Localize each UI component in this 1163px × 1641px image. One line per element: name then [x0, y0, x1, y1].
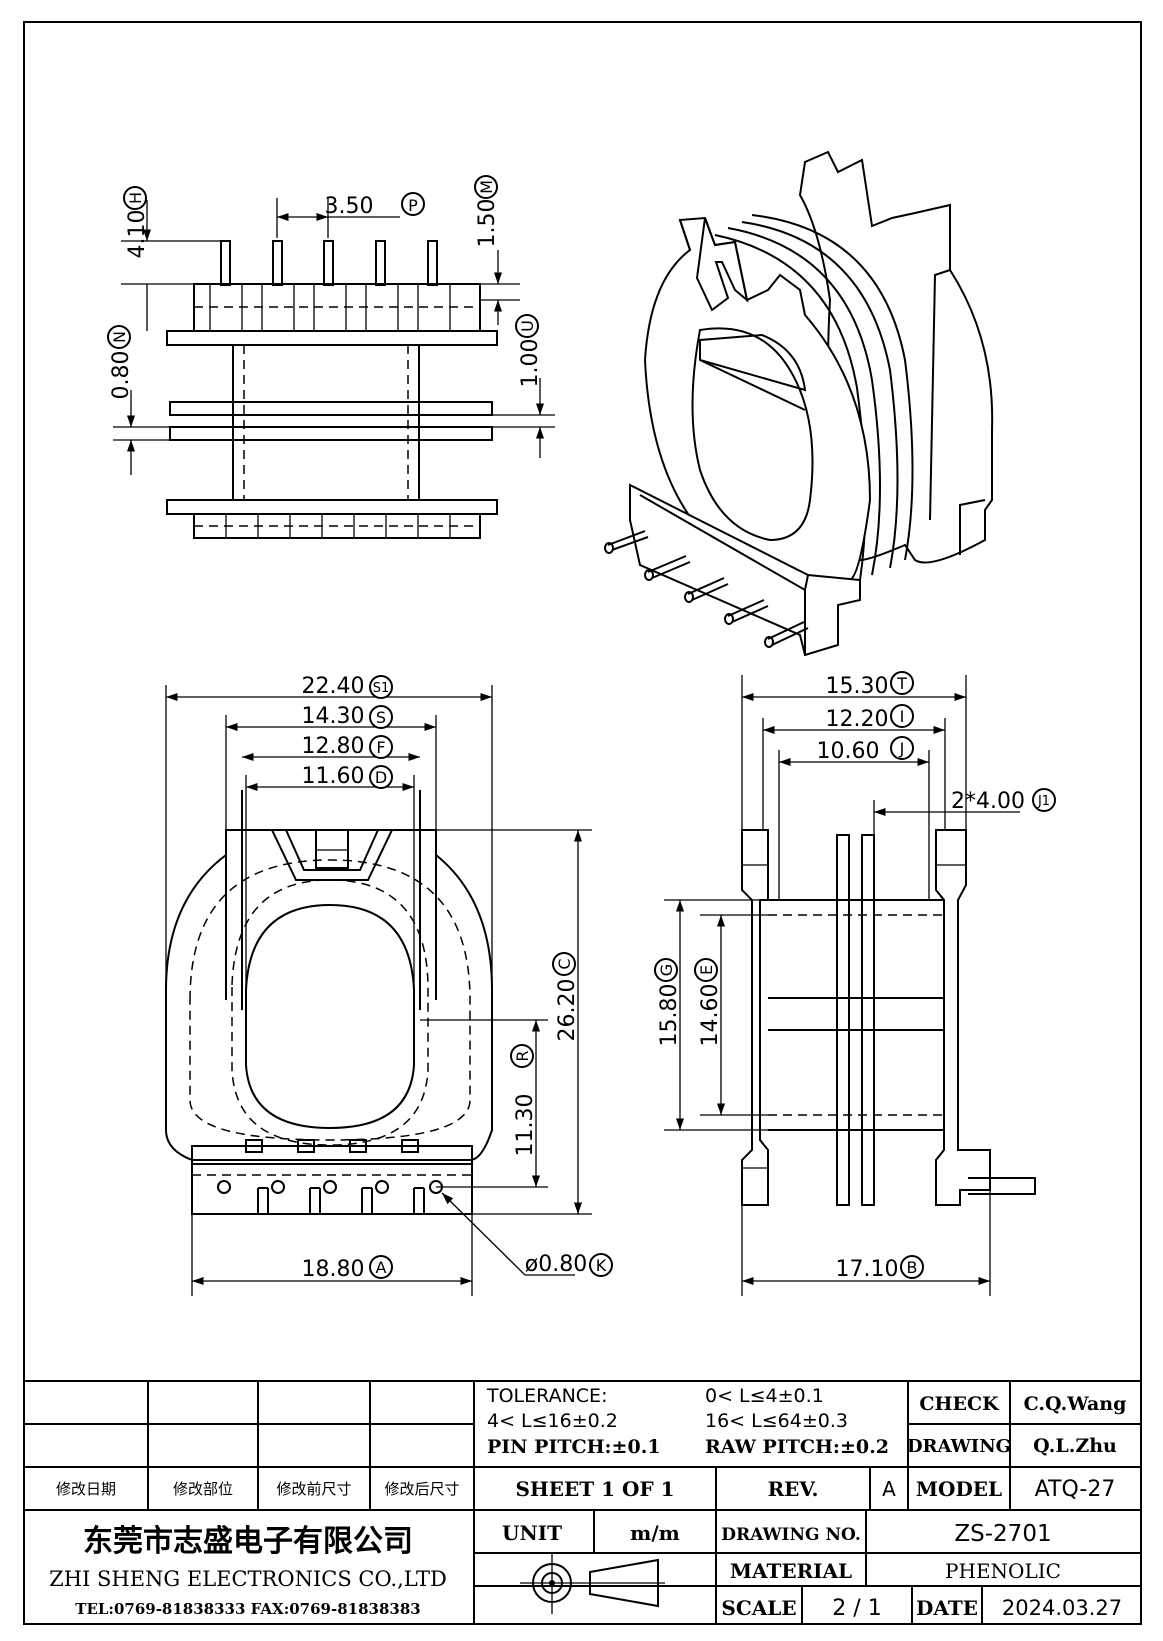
dim-t-value: 15.30 — [826, 674, 889, 699]
check-value: C.Q.Wang — [1024, 1393, 1127, 1415]
model-value: ATQ-27 — [1035, 1477, 1116, 1502]
dim-p-tag: P — [408, 196, 418, 215]
dim-m-value: 1.50 — [475, 199, 500, 248]
tolerance-label: TOLERANCE: — [486, 1385, 607, 1407]
dim-d-tag: D — [375, 768, 387, 787]
drawing-label: DRAWING — [907, 1436, 1011, 1457]
dim-s1-tag: S1 — [373, 681, 390, 696]
projection-symbol — [520, 1552, 665, 1614]
material-label: MATERIAL — [730, 1559, 852, 1583]
dim-m-tag: M — [477, 180, 496, 194]
dim-e-value: 14.60 — [698, 984, 723, 1047]
dim-g-tag: G — [657, 964, 676, 976]
tolerance-2: 4< L≤16±0.2 — [487, 1410, 618, 1432]
model-label: MODEL — [916, 1477, 1002, 1501]
dim-a-value: 18.80 — [302, 1257, 365, 1282]
dim-i-tag: I — [900, 707, 905, 726]
dim-a-tag: A — [376, 1258, 387, 1277]
material-value: PHENOLIC — [945, 1559, 1061, 1583]
dim-e-tag: E — [697, 965, 716, 975]
rev-label: REV. — [768, 1477, 819, 1501]
revision-date-label: 修改日期 — [56, 1480, 116, 1498]
pin-pitch: PIN PITCH:±0.1 — [487, 1436, 661, 1458]
unit-value: m/m — [630, 1521, 680, 1545]
dim-k-tag: K — [596, 1256, 607, 1275]
dim-c-tag: C — [555, 958, 574, 969]
dim-j1-value: 2*4.00 — [951, 789, 1025, 814]
rev-value: A — [882, 1477, 896, 1501]
scale-value: 2 / 1 — [832, 1596, 881, 1621]
dim-s-value: 14.30 — [302, 704, 365, 729]
dim-f-tag: F — [376, 738, 385, 757]
dim-u-tag: U — [518, 320, 537, 332]
dim-r-value: 11.30 — [513, 1094, 538, 1157]
date-value: 2024.03.27 — [1002, 1596, 1122, 1620]
isometric-view — [604, 150, 994, 657]
scale-label: SCALE — [721, 1596, 796, 1620]
tolerance-3: 16< L≤64±0.3 — [705, 1410, 848, 1432]
raw-pitch: RAW PITCH:±0.2 — [705, 1436, 889, 1458]
drawing-no-value: ZS-2701 — [954, 1521, 1051, 1547]
revision-before-label: 修改前尺寸 — [276, 1480, 351, 1498]
title-block: TOLERANCE: 0< L≤4±0.1 4< L≤16±0.2 16< L≤… — [24, 1380, 1141, 1624]
dim-c-value: 26.20 — [555, 979, 580, 1042]
dim-h-tag: H — [126, 192, 145, 204]
check-label: CHECK — [919, 1393, 1000, 1415]
dim-u-value: 1.00 — [518, 339, 543, 388]
dim-p-value: 3.50 — [325, 194, 374, 219]
dim-k-value: ø0.80 — [525, 1252, 587, 1277]
company-name-en: ZHI SHENG ELECTRONICS CO.,LTD — [49, 1567, 447, 1591]
dim-n-value: 0.80 — [109, 351, 134, 400]
dim-t-tag: T — [896, 674, 907, 693]
drawing-border — [23, 21, 1142, 1625]
revision-after-label: 修改后尺寸 — [384, 1480, 459, 1498]
tolerance-1: 0< L≤4±0.1 — [705, 1385, 824, 1407]
revision-part-label: 修改部位 — [173, 1480, 233, 1498]
drawing-value: Q.L.Zhu — [1033, 1435, 1117, 1457]
dim-d-value: 11.60 — [302, 764, 365, 789]
dim-j1-tag: J1 — [1037, 794, 1050, 809]
dim-j-value: 10.60 — [817, 739, 880, 764]
dim-n-tag: N — [110, 331, 129, 343]
dim-s1-value: 22.40 — [302, 674, 365, 699]
drawing-no-label: DRAWING NO. — [721, 1525, 861, 1545]
sheet-label: SHEET 1 OF 1 — [515, 1477, 674, 1501]
company-name-cn: 东莞市志盛电子有限公司 — [83, 1524, 413, 1559]
dim-h-value: 4.10 — [125, 210, 150, 259]
dim-b-value: 17.10 — [836, 1257, 899, 1282]
dim-r-tag: R — [513, 1050, 532, 1061]
dim-f-value: 12.80 — [302, 734, 365, 759]
company-contact: TEL:0769-81838333 FAX:0769-81838383 — [75, 1600, 420, 1618]
dim-g-value: 15.80 — [657, 984, 682, 1047]
dim-s-tag: S — [376, 708, 386, 727]
dim-i-value: 12.20 — [826, 707, 889, 732]
date-label: DATE — [916, 1596, 978, 1620]
unit-label: UNIT — [502, 1521, 562, 1545]
front-view: 22.40 S1 14.30 S 12.80 F 11.60 D 26.20 C — [165, 674, 613, 1296]
dim-b-tag: B — [907, 1258, 918, 1277]
side-view: 3.50 P 4.10 H 1.50 M 0.80 N 1.00 U — [107, 175, 555, 539]
right-view: 15.30 T 12.20 I 10.60 J 2*4.00 J1 15.80 … — [654, 671, 1056, 1296]
dim-j-tag: J — [899, 739, 905, 758]
